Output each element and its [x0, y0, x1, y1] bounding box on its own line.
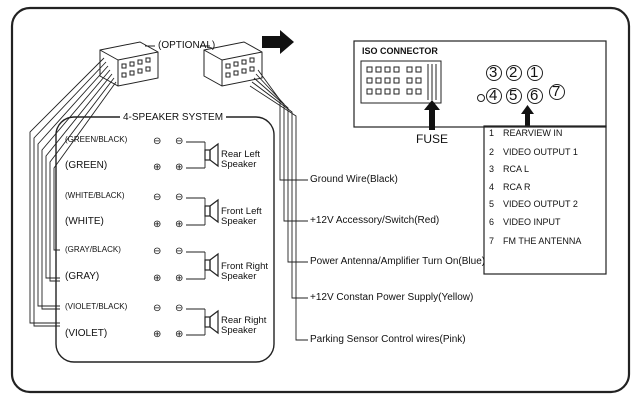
connection-label: +12V Accessory/Switch(Red): [310, 215, 440, 226]
connection-label: Power Antenna/Amplifier Turn On(Blue): [310, 256, 486, 267]
minus-sign: ⊖: [175, 246, 184, 257]
pin-arrow-icon: [521, 105, 534, 126]
speaker-icon: [204, 198, 219, 224]
speaker-icon: [204, 252, 219, 278]
speaker-label-line2: Speaker: [221, 216, 257, 227]
iso-pin-row: 6 VIDEO INPUT: [489, 217, 561, 228]
pin-circle: [527, 65, 543, 81]
iso-pin-row: 1 REARVIEW IN: [489, 128, 562, 139]
connection-label: Ground Wire(Black): [310, 174, 398, 185]
pin-number: 7: [552, 83, 561, 100]
wire-label: (VIOLET/BLACK): [65, 302, 128, 311]
speaker-label-line1: Rear Left: [221, 149, 261, 160]
wire-label: (WHITE/BLACK): [65, 191, 125, 200]
wire-label: (WHITE): [65, 216, 104, 227]
speaker-label-line2: Speaker: [221, 159, 257, 170]
minus-sign: ⊖: [175, 303, 184, 314]
iso-pin-row: 2 VIDEO OUTPUT 1: [489, 147, 578, 158]
pin-number: 1: [530, 64, 539, 81]
iso-pin-legend: [483, 125, 607, 275]
speaker-icon: [204, 309, 219, 335]
minus-sign: ⊖: [153, 192, 162, 203]
iso-pin-number: 1: [489, 128, 495, 138]
iso-pin-row: 3 RCA L: [489, 164, 529, 175]
plus-sign: ⊕: [175, 219, 184, 230]
outer-frame: [10, 6, 631, 394]
wire-label: (GREEN/BLACK): [65, 135, 128, 144]
iso-pin-row: 5 VIDEO OUTPUT 2: [489, 199, 578, 210]
left-wire-bundle: [29, 57, 117, 327]
speaker-label-line1: Rear Right: [221, 315, 267, 326]
fuse-label: FUSE: [416, 132, 449, 146]
iso-pin-row: 7 FM THE ANTENNA: [489, 236, 581, 247]
plus-sign: ⊕: [153, 329, 162, 340]
pin-number: 6: [530, 87, 539, 104]
wire-label: (GRAY): [65, 271, 100, 282]
pin-circle: [506, 88, 522, 104]
speaker-label-line2: Speaker: [221, 325, 257, 336]
iso-pin-label: VIDEO OUTPUT 2: [503, 199, 578, 209]
iso-pin-row: 4 RCA R: [489, 182, 531, 193]
left-plug: [99, 41, 159, 87]
pin-number: 5: [509, 87, 518, 104]
iso-pin-number: 2: [489, 147, 495, 157]
plus-sign: ⊕: [175, 329, 184, 340]
minus-sign: ⊖: [153, 303, 162, 314]
minus-sign: ⊖: [153, 246, 162, 257]
iso-pin-number: 7: [489, 236, 495, 246]
wire-label: (GREEN): [65, 160, 108, 171]
connection-label: +12V Constan Power Supply(Yellow): [310, 292, 474, 303]
plus-sign: ⊕: [153, 273, 162, 284]
plus-sign: ⊕: [175, 162, 184, 173]
speaker-label-line1: Front Left: [221, 206, 262, 217]
iso-pin-number: 5: [489, 199, 495, 209]
speaker-label-line2: Speaker: [221, 271, 257, 282]
iso-pin-number: 6: [489, 217, 495, 227]
pin-marker-dot: [477, 94, 485, 102]
pin-number: 4: [489, 87, 498, 104]
iso-pin-label: VIDEO OUTPUT 1: [503, 147, 578, 157]
minus-sign: ⊖: [175, 192, 184, 203]
fuse-arrow-icon: [424, 100, 440, 130]
pin-circle: [486, 65, 502, 81]
pin-circle: [486, 88, 502, 104]
plus-sign: ⊕: [153, 162, 162, 173]
direction-arrow-icon: [262, 30, 294, 54]
right-plug: [203, 41, 263, 87]
connection-label: Parking Sensor Control wires(Pink): [310, 334, 466, 345]
speaker-icon: [204, 142, 219, 168]
iso-pin-label: FM THE ANTENNA: [503, 236, 582, 246]
right-wire-bundle: [249, 69, 308, 341]
wire-label: (VIOLET): [65, 328, 108, 339]
plus-sign: ⊕: [153, 219, 162, 230]
speaker-label-line1: Front Right: [221, 261, 268, 272]
pin-circle: [549, 84, 565, 100]
optional-label: (OPTIONAL): [158, 40, 216, 51]
minus-sign: ⊖: [153, 136, 162, 147]
speaker-wiring: [186, 141, 206, 336]
pin-circle: [506, 65, 522, 81]
iso-connector-title: ISO CONNECTOR: [362, 46, 438, 56]
minus-sign: ⊖: [175, 136, 184, 147]
pin-number: 2: [509, 64, 518, 81]
iso-pin-number: 3: [489, 164, 495, 174]
pin-circle: [527, 88, 543, 104]
speaker-system-title: 4-SPEAKER SYSTEM: [120, 112, 227, 124]
wire-label: (GRAY/BLACK): [65, 245, 121, 254]
iso-pin-label: REARVIEW IN: [503, 128, 563, 138]
iso-pin-label: RCA R: [503, 182, 531, 192]
iso-pin-label: VIDEO INPUT: [503, 217, 561, 227]
iso-pin-number: 4: [489, 182, 495, 192]
iso-connector-box: [353, 40, 607, 128]
pin-number: 3: [489, 64, 498, 81]
iso-plug: [360, 60, 442, 104]
plus-sign: ⊕: [175, 273, 184, 284]
iso-pin-label: RCA L: [503, 164, 530, 174]
